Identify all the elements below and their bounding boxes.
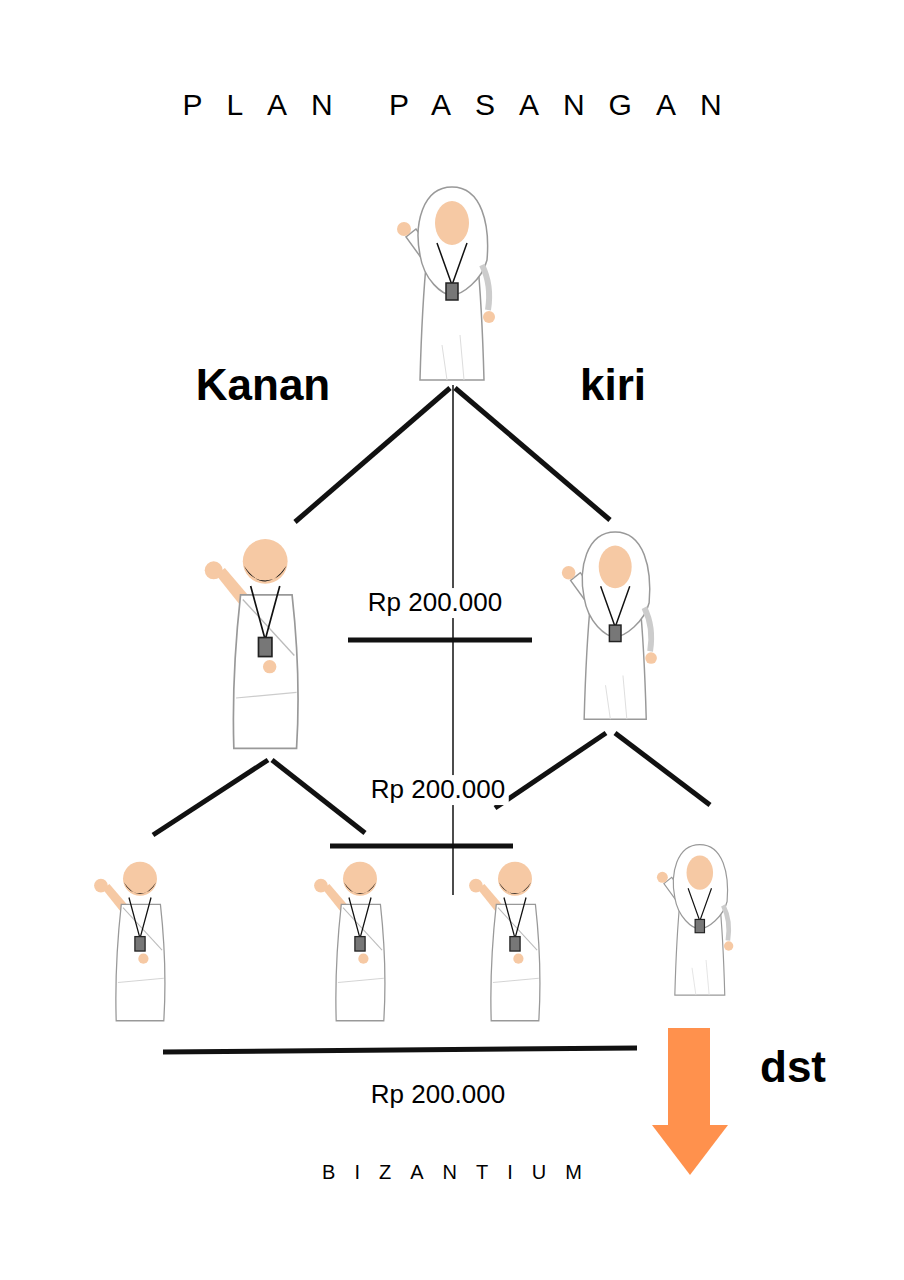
brand-caption: BIZANTIUM bbox=[299, 1161, 605, 1184]
bonus-amount: Rp 200.000 bbox=[367, 1080, 509, 1110]
down-arrow bbox=[652, 1028, 728, 1175]
side-label: kiri bbox=[576, 360, 650, 411]
bonus-amount: Rp 200.000 bbox=[367, 775, 509, 805]
diagram-title: PLAN PASANGAN bbox=[154, 88, 749, 123]
bonus-amount: Rp 200.000 bbox=[364, 588, 506, 618]
continue-label: dst bbox=[756, 1042, 830, 1093]
side-label: Kanan bbox=[192, 360, 334, 411]
